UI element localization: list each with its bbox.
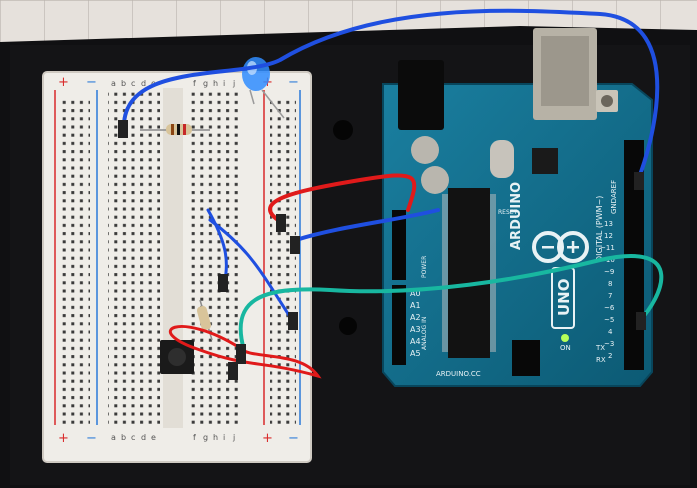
left-terminal-holes [108,92,160,426]
digital-pin-label: ~9 [604,268,614,276]
teal-wire-button-to-pin [238,253,664,352]
column-letter: j [232,433,235,442]
rail-plus-symbol: + [58,75,69,90]
column-letter: i [223,433,225,442]
digital-pin-label: 4 [608,328,613,336]
rail-minus-symbol: − [288,75,299,90]
analog-pin-header [392,285,406,365]
column-letter: d [141,433,146,442]
digital-pin-label: ~6 [604,304,615,312]
mount-screw [339,317,357,335]
wire-plug [118,120,128,138]
power-pin-header [392,210,406,280]
digital-pin-label: 2 [608,352,612,360]
crystal-oscillator [490,140,514,178]
arduino-uno-board: ARDUINO UNO DIGITAL (PWM~) AREF GND ON T… [382,28,653,387]
analog-pin-label: A2 [410,313,421,322]
arduino-logo [532,231,589,263]
wire-plug [290,236,300,254]
rx-label: RX [596,356,606,364]
rail-minus-symbol: − [288,431,299,446]
column-letter: g [203,433,208,442]
analog-header-label: ANALOG IN [421,317,428,350]
wire-plug [276,214,286,232]
red-wire-power [268,173,417,222]
column-letter: a [111,433,116,442]
digital-pin-label: 12 [604,232,613,240]
column-letter: h [213,433,218,442]
capacitor [411,136,439,164]
wire-plug [236,344,246,364]
reset-label: RESET [498,209,518,216]
center-channel [163,88,183,428]
microcontroller-chip [448,188,490,358]
dc-power-jack [398,60,444,130]
gnd-label: GND [610,198,618,214]
column-letter: f [193,433,196,442]
digital-pin-label: 13 [604,220,613,228]
column-letter: g [203,79,208,88]
digital-pin-label: ~5 [604,316,614,324]
blue-wire-led-to-digital [121,8,660,182]
analog-pin-label: A1 [410,301,421,310]
digital-header-label: DIGITAL (PWM~) [595,196,604,262]
aref-label: AREF [610,180,618,198]
column-letter: c [131,433,135,442]
analog-pin-label: A5 [410,349,421,358]
digital-pin-label: 8 [608,280,612,288]
rail-minus-symbol: − [86,431,97,446]
left-power-rail-holes [62,96,90,426]
column-letter: j [232,79,235,88]
column-letter: f [193,79,196,88]
mount-screw [333,120,353,140]
resistor [140,124,210,135]
wire-plug [218,274,228,292]
digital-pin-label: ~11 [600,244,615,252]
digital-pin-label: ~3 [604,340,614,348]
rail-plus-symbol: + [58,431,69,446]
on-led [561,334,569,342]
analog-pin-label: A4 [410,337,421,346]
wire-plug [288,312,298,330]
breadboard: + − + − + − + − a b c d e f g h i j a b … [42,71,312,463]
wire-plug [636,312,646,330]
digital-pin-label: 7 [608,292,612,300]
push-button[interactable] [160,340,194,374]
usb-interface-chip [532,148,558,174]
board-brand-label: ARDUINO [509,182,524,250]
rail-minus-symbol: − [86,75,97,90]
power-header-label: POWER [421,256,428,278]
icsp-header [512,340,540,376]
column-letter: h [213,79,218,88]
column-letter: b [121,433,126,442]
tx-label: TX [595,344,605,352]
column-letter: i [223,79,225,88]
capacitor [421,166,449,194]
column-letter: e [151,433,156,442]
column-letter: b [121,79,126,88]
right-power-rail-holes [270,96,296,426]
wire-plug [228,362,238,380]
website-label: ARDUINO.CC [436,370,481,378]
blue-jumper-right [208,218,294,322]
rail-plus-symbol: + [262,431,273,446]
analog-pin-label: A3 [410,325,421,334]
on-led-label: ON [560,344,571,352]
column-letter: c [131,79,135,88]
analog-pin-label: A0 [410,289,421,298]
blue-wire-ground [294,208,440,242]
column-letter: d [141,79,146,88]
board-model-label: UNO [555,279,573,317]
wire-plug [634,172,644,190]
column-letter: a [111,79,116,88]
